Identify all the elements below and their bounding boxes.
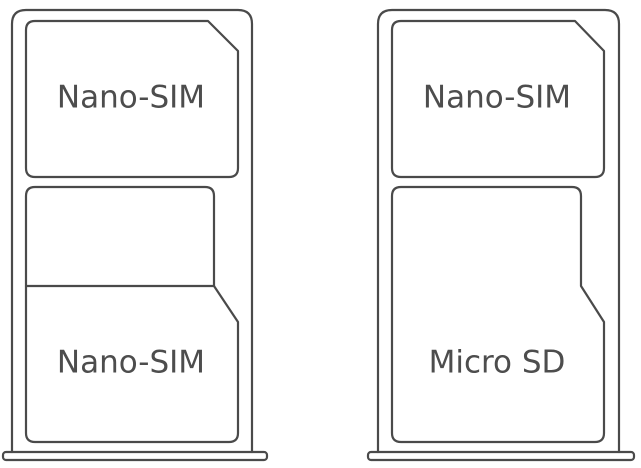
nano-sim-slot-bottom — [24, 284, 240, 444]
slot-label-nano-sim-1: Nano-SIM — [57, 80, 205, 116]
nano-sim-micro-sd-tray: Nano-SIM Micro SD — [366, 8, 636, 462]
tray-body — [10, 8, 254, 454]
slot-label-nano-sim-2: Nano-SIM — [57, 345, 205, 381]
nano-sim-slot-top — [24, 19, 240, 179]
micro-sd-slot — [390, 185, 606, 444]
nano-sim-slot — [390, 19, 606, 179]
tray-bottom-rail — [1, 450, 269, 462]
dual-nano-sim-tray: Nano-SIM Nano-SIM — [1, 8, 269, 462]
slot-label-micro-sd: Micro SD — [429, 345, 566, 381]
tray-body — [376, 8, 621, 454]
slot-label-nano-sim: Nano-SIM — [423, 80, 571, 116]
stacked-slot-frame — [24, 185, 216, 288]
tray-bottom-rail — [366, 450, 636, 462]
